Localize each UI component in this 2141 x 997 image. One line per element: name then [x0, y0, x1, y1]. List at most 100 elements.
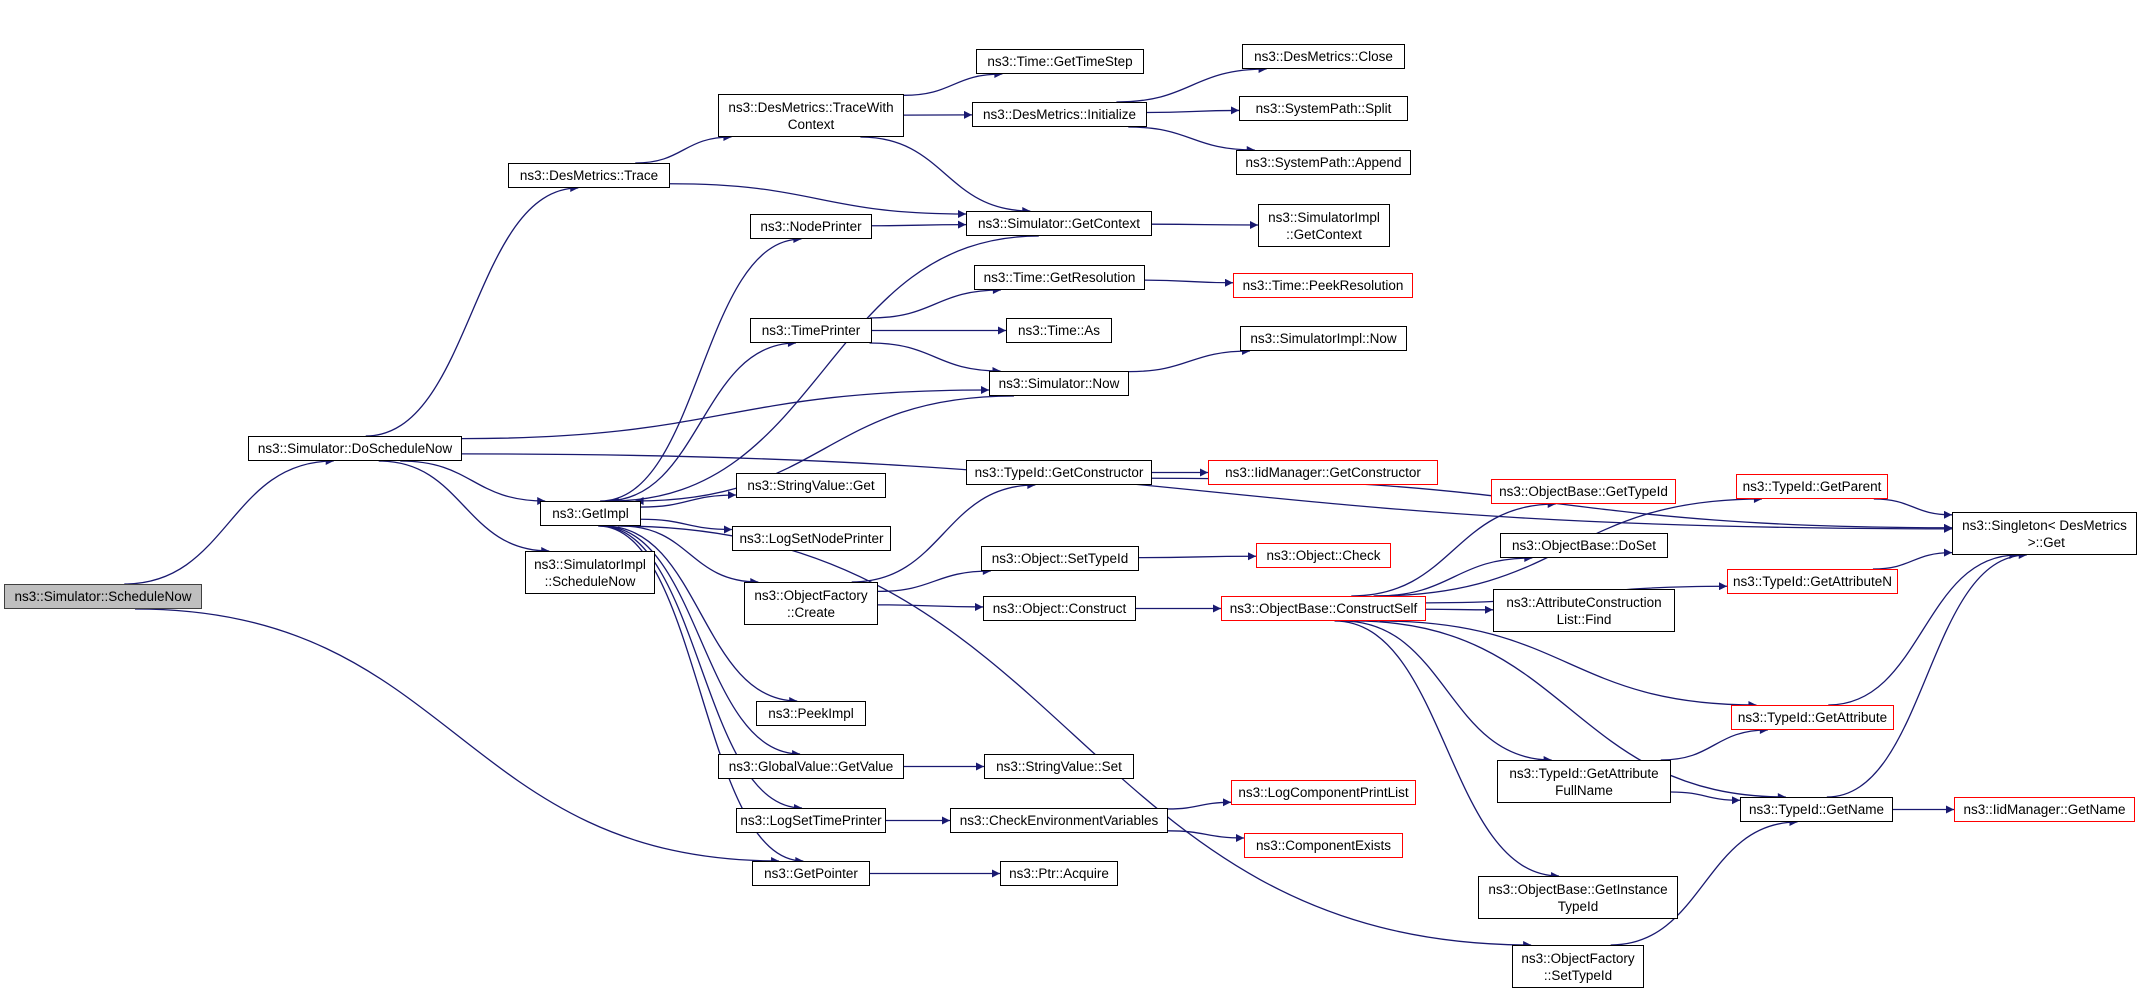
- node-simimpl-now[interactable]: ns3::SimulatorImpl::Now: [1240, 326, 1407, 351]
- node-objectbase-getinstancetypeid[interactable]: ns3::ObjectBase::GetInstance TypeId: [1478, 876, 1678, 919]
- edge-do_schedule_now-to-simimpl_schedulenow: [378, 460, 550, 555]
- node-stringvalue-set[interactable]: ns3::StringValue::Set: [984, 754, 1134, 779]
- node-objectbase-gettypeid[interactable]: ns3::ObjectBase::GetTypeId: [1491, 479, 1676, 504]
- node-attrconstructionlist-find[interactable]: ns3::AttributeConstruction List::Find: [1493, 589, 1675, 632]
- edge-simulator_now-to-simimpl_now: [1128, 347, 1251, 373]
- node-object-check[interactable]: ns3::Object::Check: [1256, 543, 1391, 568]
- edge-desmetrics_trace-to-simulator_getcontext: [669, 183, 967, 219]
- node-timeprinter[interactable]: ns3::TimePrinter: [750, 318, 872, 343]
- edge-getimpl-to-stringvalue_get: [640, 491, 737, 508]
- node-typeid-getparent[interactable]: ns3::TypeId::GetParent: [1736, 474, 1888, 499]
- node-trace-with-context[interactable]: ns3::DesMetrics::TraceWith Context: [718, 94, 904, 137]
- node-time-getresolution[interactable]: ns3::Time::GetResolution: [974, 265, 1145, 290]
- node-ptr-acquire[interactable]: ns3::Ptr::Acquire: [1000, 861, 1118, 886]
- edge-objectbase_constructself-to-objectbase_doset: [1375, 554, 1533, 597]
- edge-objectfactory_create-to-object_settypeid: [877, 567, 991, 593]
- node-objectbase-doset[interactable]: ns3::ObjectBase::DoSet: [1500, 533, 1668, 558]
- node-globalvalue-getvalue[interactable]: ns3::GlobalValue::GetValue: [718, 754, 904, 779]
- node-nodeprinter[interactable]: ns3::NodePrinter: [750, 214, 872, 239]
- edge-desmetrics_trace-to-trace_with_context: [635, 133, 732, 164]
- edge-do_schedule_now-to-getimpl: [400, 460, 546, 505]
- node-time-peekresolution[interactable]: ns3::Time::PeekResolution: [1233, 273, 1413, 298]
- node-getimpl[interactable]: ns3::GetImpl: [540, 501, 641, 526]
- edge-typeid_getattributefullname-to-typeid_getname: [1670, 791, 1741, 805]
- edge-time_getresolution-to-time_peekresolution: [1144, 278, 1234, 287]
- edge-do_schedule_now-to-desmetrics_trace: [365, 184, 579, 437]
- edge-objectbase_constructself-to-objectbase_getinstancetypeid: [1334, 620, 1560, 880]
- node-iidmanager-getconstructor[interactable]: ns3::IidManager::GetConstructor: [1208, 460, 1438, 485]
- node-systempath-split[interactable]: ns3::SystemPath::Split: [1239, 96, 1408, 121]
- node-desmetrics-trace[interactable]: ns3::DesMetrics::Trace: [508, 163, 670, 188]
- edge-timeprinter-to-time_getresolution: [869, 286, 1001, 319]
- edge-objectbase_constructself-to-typeid_getname: [1354, 620, 1786, 801]
- node-typeid-getattributen[interactable]: ns3::TypeId::GetAttributeN: [1727, 569, 1898, 594]
- node-checkenvvars[interactable]: ns3::CheckEnvironmentVariables: [950, 808, 1168, 833]
- node-schedule-now[interactable]: ns3::Simulator::ScheduleNow: [4, 584, 202, 609]
- edge-getimpl-to-nodeprinter: [600, 235, 802, 502]
- node-typeid-getattribute[interactable]: ns3::TypeId::GetAttribute: [1731, 705, 1894, 730]
- edge-desmetrics_initialize-to-desmetrics_close: [1116, 65, 1267, 103]
- edge-do_schedule_now-to-simulator_now: [461, 385, 990, 440]
- node-logsetnodeprinter[interactable]: ns3::LogSetNodePrinter: [732, 526, 891, 551]
- node-systempath-append[interactable]: ns3::SystemPath::Append: [1236, 150, 1411, 175]
- edge-objectbase_constructself-to-typeid_getattributefullname: [1342, 620, 1552, 764]
- edge-desmetrics_initialize-to-systempath_append: [1128, 126, 1255, 154]
- node-peekimpl[interactable]: ns3::PeekImpl: [756, 701, 866, 726]
- edge-schedule_now-to-getpointer: [134, 608, 780, 865]
- node-desmetrics-close[interactable]: ns3::DesMetrics::Close: [1242, 44, 1405, 69]
- edge-typeid_getparent-to-singleton_get: [1873, 498, 1953, 519]
- node-objectfactory-create[interactable]: ns3::ObjectFactory ::Create: [744, 582, 878, 625]
- edge-simulator_getcontext-to-simimpl_getcontext: [1151, 221, 1259, 230]
- node-singleton-get[interactable]: ns3::Singleton< DesMetrics >::Get: [1952, 512, 2137, 555]
- edge-objectbase_constructself-to-objectbase_gettypeid: [1351, 500, 1556, 597]
- edge-desmetrics_initialize-to-systempath_split: [1146, 106, 1240, 115]
- node-object-settypeid[interactable]: ns3::Object::SetTypeId: [981, 546, 1139, 571]
- node-object-construct[interactable]: ns3::Object::Construct: [983, 596, 1136, 621]
- edge-typeid_getattributefullname-to-typeid_getattribute: [1660, 726, 1768, 761]
- edge-typeid_getname-to-singleton_get: [1826, 551, 2027, 798]
- edge-object_settypeid-to-object_check: [1138, 552, 1257, 561]
- edge-objectfactory_create-to-object_construct: [877, 602, 984, 611]
- edge-objectbase_constructself-to-attrconstructionlist_find: [1425, 605, 1494, 614]
- edge-checkenvvars-to-logcomponentprintlist: [1167, 798, 1232, 810]
- edge-trace_with_context-to-time_getstep: [903, 70, 1003, 96]
- node-logsettimeprinter[interactable]: ns3::LogSetTimePrinter: [736, 808, 886, 833]
- node-time-as[interactable]: ns3::Time::As: [1006, 318, 1112, 343]
- edge-objectfactory_settypeid-to-typeid_getname: [1610, 818, 1798, 946]
- node-iidmanager-getname[interactable]: ns3::IidManager::GetName: [1954, 797, 2135, 822]
- edge-trace_with_context-to-simulator_getcontext: [860, 136, 1031, 215]
- node-do-schedule-now[interactable]: ns3::Simulator::DoScheduleNow: [248, 436, 462, 461]
- node-desmetrics-initialize[interactable]: ns3::DesMetrics::Initialize: [972, 102, 1147, 127]
- edge-getimpl-to-timeprinter: [605, 339, 796, 502]
- edge-schedule_now-to-do_schedule_now: [124, 457, 334, 585]
- edge-getimpl-to-getpointer: [598, 525, 804, 865]
- node-simulator-now[interactable]: ns3::Simulator::Now: [989, 371, 1129, 396]
- edge-getimpl-to-objectfactory_settypeid: [617, 525, 1532, 949]
- edge-getimpl-to-logsettimeprinter: [599, 525, 803, 812]
- node-time-gettimestep[interactable]: ns3::Time::GetTimeStep: [976, 49, 1144, 74]
- edge-simulator_now-to-getimpl: [635, 395, 1014, 505]
- edge-getimpl-to-logsetnodeprinter: [640, 518, 733, 534]
- node-typeid-getname[interactable]: ns3::TypeId::GetName: [1740, 797, 1893, 822]
- edge-do_schedule_now-to-singleton_get: [461, 453, 1953, 533]
- edge-typeid_getattributen-to-singleton_get: [1872, 548, 1953, 570]
- node-simimpl-getcontext[interactable]: ns3::SimulatorImpl ::GetContext: [1258, 204, 1390, 247]
- node-objectbase-constructself[interactable]: ns3::ObjectBase::ConstructSelf: [1221, 596, 1426, 621]
- node-componentexists[interactable]: ns3::ComponentExists: [1244, 833, 1403, 858]
- edge-simulator_getcontext-to-getimpl: [610, 235, 1039, 505]
- node-objectfactory-settypeid[interactable]: ns3::ObjectFactory ::SetTypeId: [1512, 945, 1644, 988]
- node-logcomponentprintlist[interactable]: ns3::LogComponentPrintList: [1231, 780, 1416, 805]
- node-getpointer[interactable]: ns3::GetPointer: [752, 861, 870, 886]
- node-typeid-getattributefullname[interactable]: ns3::TypeId::GetAttribute FullName: [1497, 760, 1671, 803]
- node-stringvalue-get[interactable]: ns3::StringValue::Get: [736, 473, 886, 498]
- edge-getimpl-to-peekimpl: [604, 525, 798, 705]
- node-simulator-getcontext[interactable]: ns3::Simulator::GetContext: [966, 211, 1152, 236]
- node-simimpl-schedulenow[interactable]: ns3::SimulatorImpl ::ScheduleNow: [525, 551, 655, 594]
- edge-getimpl-to-globalvalue_getvalue: [601, 525, 801, 758]
- edge-timeprinter-to-simulator_now: [869, 342, 1001, 375]
- edge-objectbase_constructself-to-typeid_getattribute: [1379, 620, 1757, 709]
- node-typeid-getconstructor[interactable]: ns3::TypeId::GetConstructor: [966, 460, 1152, 485]
- edge-getimpl-to-objectfactory_create: [621, 525, 759, 586]
